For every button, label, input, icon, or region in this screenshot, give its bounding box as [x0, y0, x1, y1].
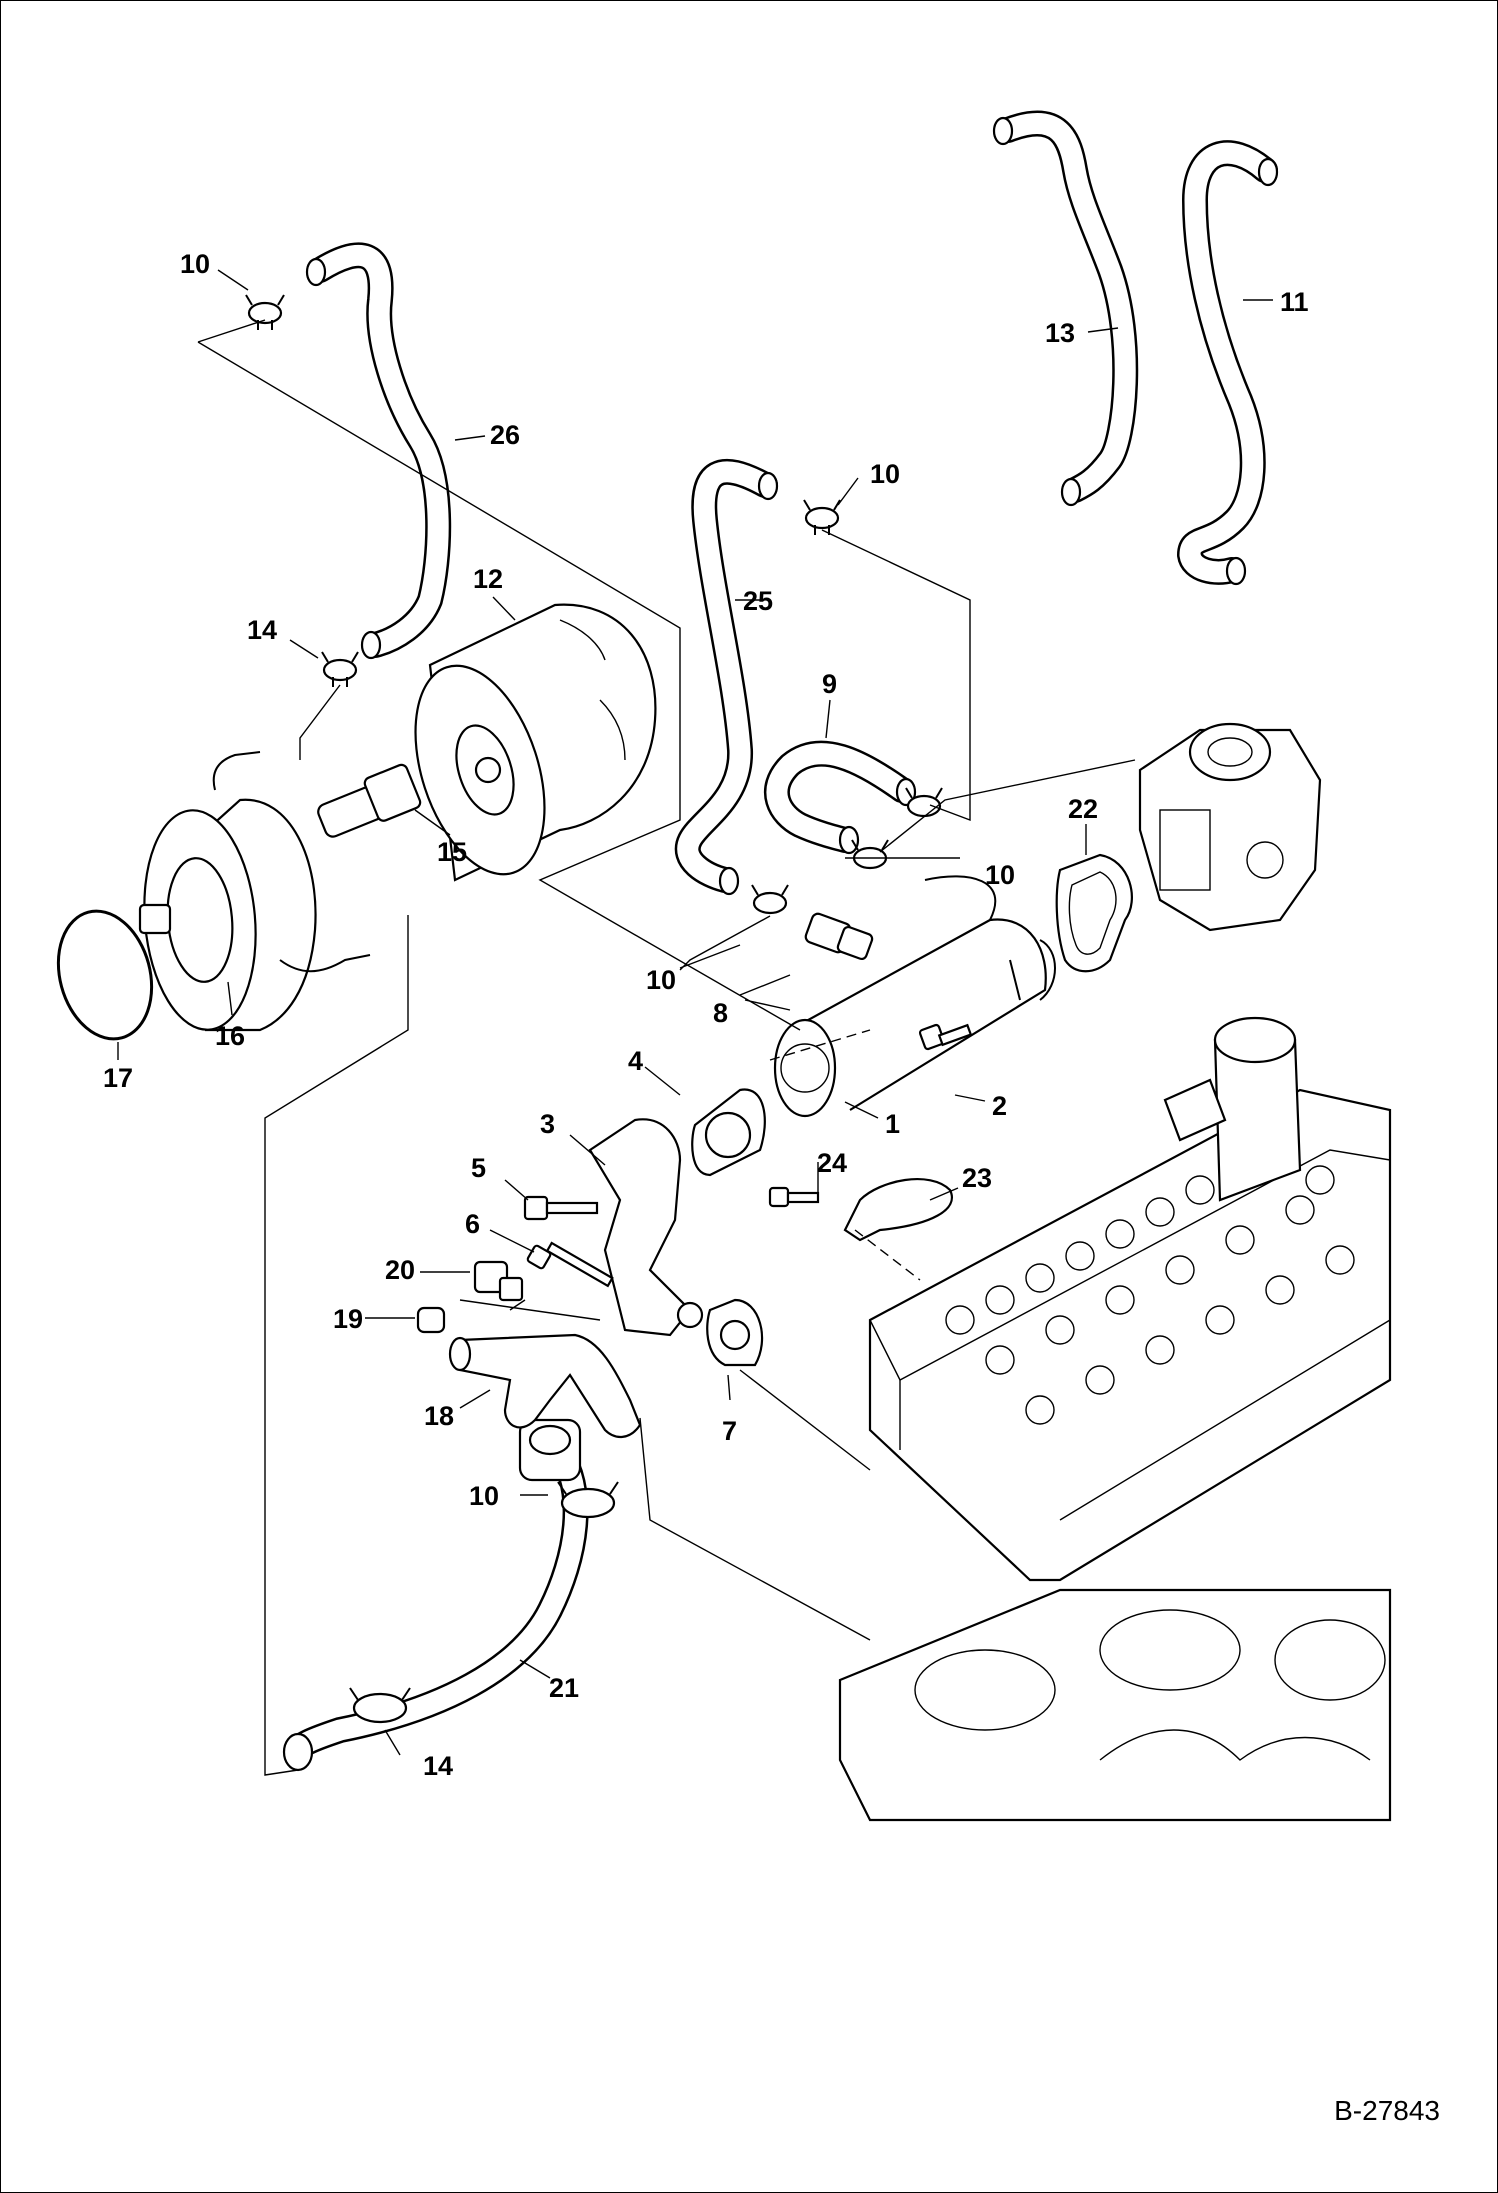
gasket-22	[1055, 853, 1133, 973]
callout-14: 14	[423, 1751, 453, 1781]
callout-4: 4	[628, 1046, 643, 1076]
callout-15: 15	[437, 837, 467, 867]
hose-clamp-14-bottom	[349, 1687, 411, 1724]
engine-block	[838, 1588, 1392, 1822]
callout-20: 20	[385, 1255, 415, 1285]
hose-clamp-10-middle	[751, 884, 789, 915]
gasket-4	[691, 1088, 766, 1177]
cylinder-head	[868, 1016, 1392, 1582]
callout-23: 23	[962, 1163, 992, 1193]
callout-10: 10	[469, 1481, 499, 1511]
callout-25: 25	[743, 586, 773, 616]
hose-11	[1177, 140, 1279, 586]
callout-24: 24	[817, 1148, 847, 1178]
callout-6: 6	[465, 1209, 480, 1239]
callout-14: 14	[247, 615, 277, 645]
water-outlet-18	[448, 1333, 642, 1438]
leader-lines	[117, 269, 1273, 1756]
adapter-fitting-15	[317, 763, 422, 838]
o-ring-17	[56, 909, 154, 1041]
document-reference-number: B-27843	[1334, 2095, 1440, 2126]
hose-9	[763, 740, 917, 855]
callout-10: 10	[870, 459, 900, 489]
hose-21	[282, 1418, 589, 1772]
callout-5: 5	[471, 1153, 486, 1183]
callout-10: 10	[985, 860, 1015, 890]
oil-cooler-16	[138, 751, 371, 1032]
callout-8: 8	[713, 998, 728, 1028]
egr-valve	[1138, 722, 1322, 932]
hose-clamp-10-upper	[803, 499, 841, 535]
egr-bracket-3	[588, 1118, 704, 1337]
callout-11: 11	[1280, 287, 1309, 317]
callout-9: 9	[822, 669, 837, 699]
hose-26	[305, 242, 452, 660]
callout-3: 3	[540, 1109, 555, 1139]
callout-10: 10	[180, 249, 210, 279]
assembly-lines	[197, 319, 1136, 1776]
fitting-20	[473, 1260, 524, 1302]
callouts: 10 26 12 14 10 25 13 11 9 10 15 16 17 22…	[103, 249, 1309, 1781]
hose-clamp-14-top	[321, 651, 359, 687]
callout-2: 2	[992, 1091, 1007, 1121]
clip-23	[843, 1178, 953, 1242]
callout-19: 19	[333, 1304, 363, 1334]
callout-17: 17	[103, 1063, 133, 1093]
callout-22: 22	[1068, 794, 1098, 824]
callout-7: 7	[722, 1416, 737, 1446]
hose-clamp-10-top-left	[245, 294, 285, 330]
callout-12: 12	[473, 564, 503, 594]
plug-19	[416, 1306, 446, 1334]
callout-18: 18	[424, 1401, 454, 1431]
oil-filter-12	[414, 603, 657, 882]
callout-26: 26	[490, 420, 520, 450]
bolt-6	[526, 1241, 614, 1288]
callout-1: 1	[885, 1109, 900, 1139]
bolt-24	[768, 1186, 820, 1208]
egr-cooler-1	[773, 875, 1056, 1118]
hose-13	[992, 110, 1139, 507]
bolt-5	[523, 1195, 599, 1221]
hose-clamp-10-bottom	[557, 1481, 619, 1519]
callout-21: 21	[549, 1673, 579, 1703]
bolt-2	[918, 1023, 973, 1051]
fitting-8	[804, 912, 874, 961]
callout-10: 10	[646, 965, 676, 995]
hose-25	[674, 458, 779, 896]
gasket-7	[706, 1298, 764, 1367]
callout-13: 13	[1045, 318, 1075, 348]
callout-16: 16	[215, 1021, 245, 1051]
